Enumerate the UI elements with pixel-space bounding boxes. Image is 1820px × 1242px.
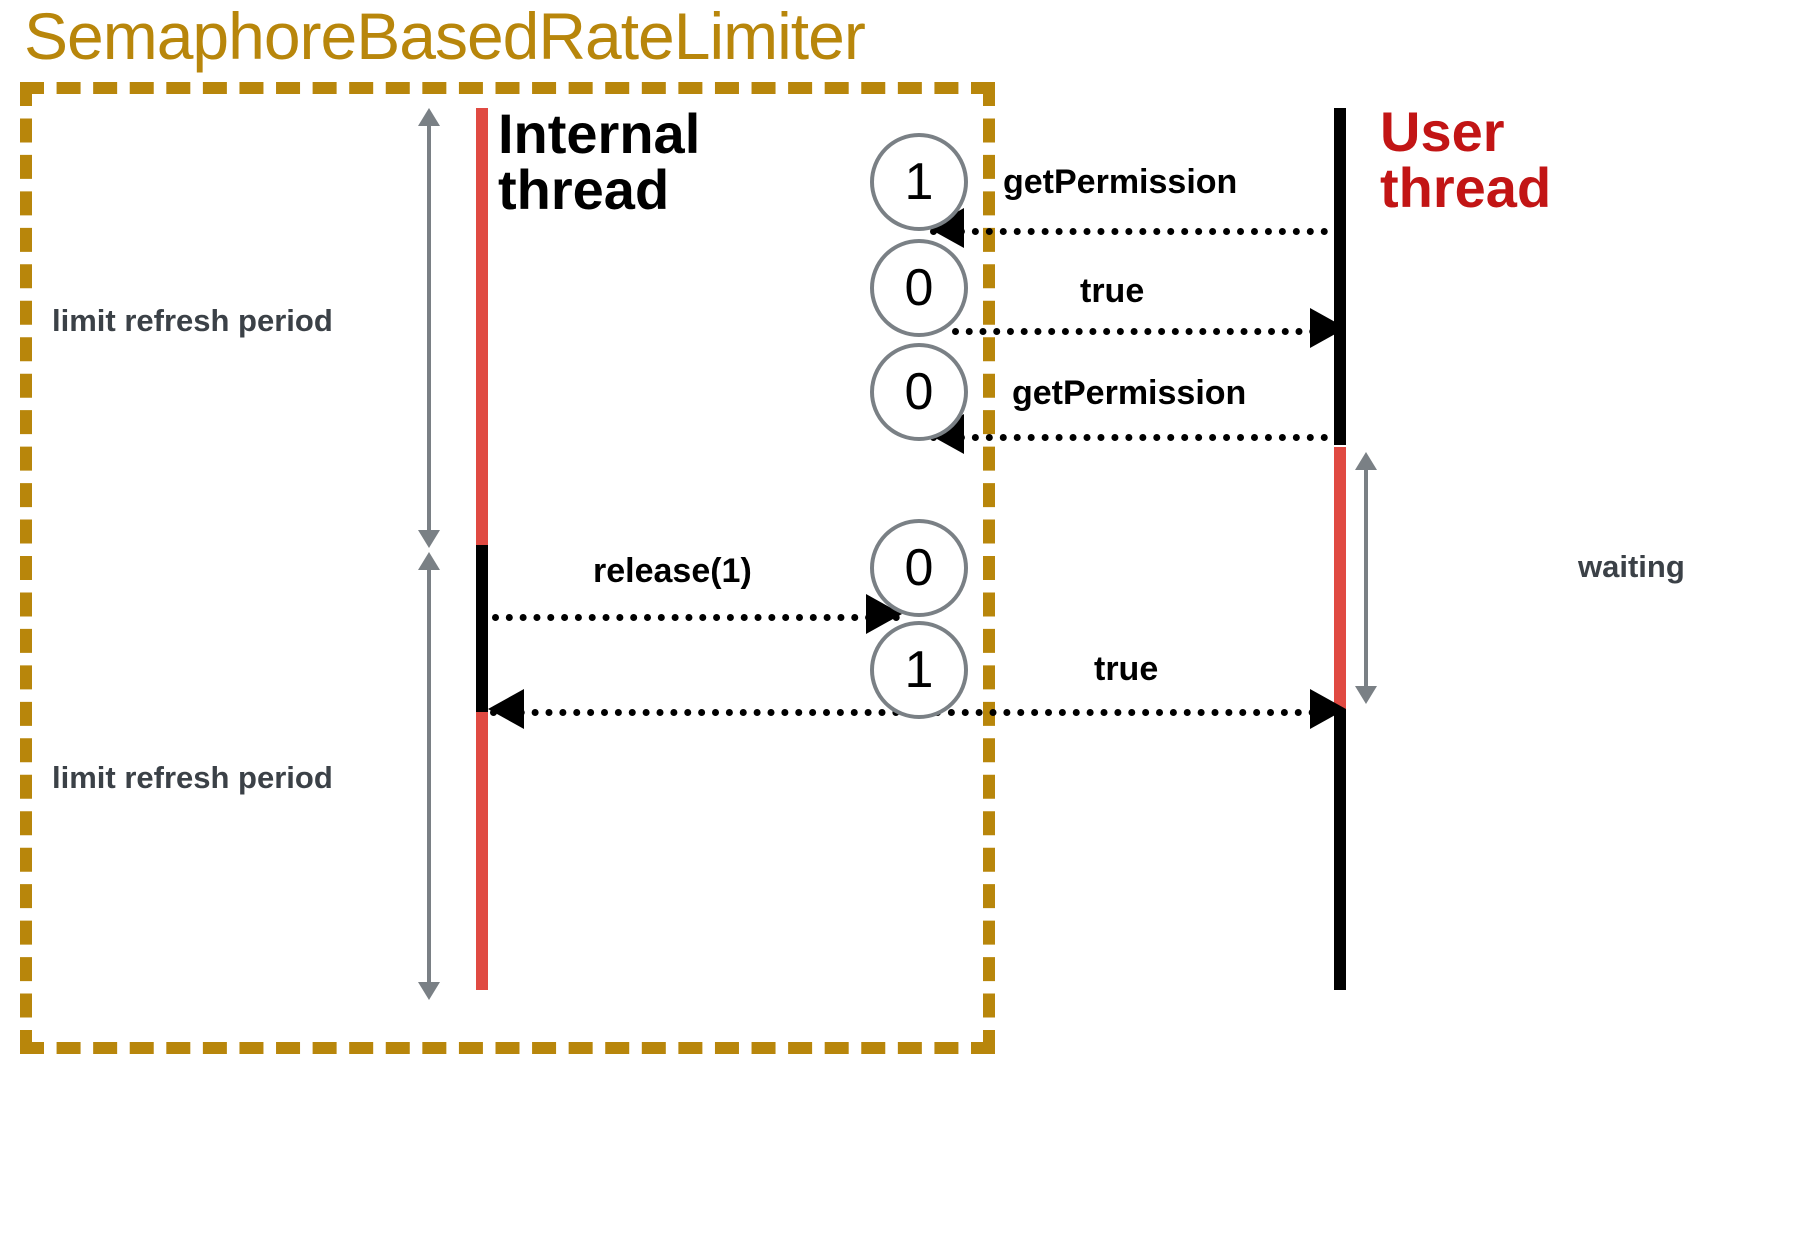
permit-count-circle-3: 0 bbox=[870, 343, 968, 441]
permit-count-circle-2: 0 bbox=[870, 239, 968, 337]
arrow-left-icon bbox=[488, 689, 524, 729]
limit-refresh-period-bracket-2 bbox=[414, 552, 444, 1000]
arrow-down-icon bbox=[1355, 686, 1377, 704]
arrow-right-icon bbox=[1310, 308, 1346, 348]
participant-label-internal-thread: Internal thread bbox=[498, 102, 701, 221]
arrow-up-icon bbox=[418, 552, 440, 570]
limit-refresh-period-label-2: limit refresh period bbox=[52, 760, 333, 795]
page-title: SemaphoreBasedRateLimiter bbox=[24, 0, 866, 73]
message-label-get-permission-1: getPermission bbox=[1003, 163, 1238, 201]
limit-refresh-period-label-1: limit refresh period bbox=[52, 303, 333, 338]
waiting-bracket bbox=[1351, 452, 1381, 704]
internal-thread-lifeline-waiting-bottom bbox=[476, 712, 488, 990]
user-thread-lifeline-active-bottom bbox=[1334, 709, 1346, 990]
arrow-down-icon bbox=[418, 982, 440, 1000]
user-thread-lifeline-active-top bbox=[1334, 108, 1346, 445]
message-label-get-permission-2: getPermission bbox=[1012, 374, 1247, 412]
limit-refresh-period-bracket-1 bbox=[414, 108, 444, 548]
permit-count-circle-5: 1 bbox=[870, 621, 968, 719]
message-line bbox=[930, 434, 1342, 441]
permit-count-circle-4: 0 bbox=[870, 519, 968, 617]
message-line bbox=[952, 328, 1344, 335]
waiting-label: waiting bbox=[1578, 549, 1685, 584]
arrow-right-icon bbox=[1310, 689, 1346, 729]
arrow-up-icon bbox=[418, 108, 440, 126]
message-line bbox=[492, 614, 900, 621]
arrow-up-icon bbox=[1355, 452, 1377, 470]
participant-label-user-thread: User thread bbox=[1380, 100, 1552, 219]
message-label-release: release(1) bbox=[593, 552, 752, 590]
component-boundary-box bbox=[20, 82, 995, 1054]
user-thread-lifeline-waiting bbox=[1334, 447, 1346, 709]
internal-thread-lifeline-waiting-top bbox=[476, 108, 488, 545]
arrow-down-icon bbox=[418, 530, 440, 548]
internal-thread-lifeline-active bbox=[476, 545, 488, 712]
message-label-true-2: true bbox=[1094, 650, 1159, 688]
permit-count-circle-1: 1 bbox=[870, 133, 968, 231]
message-label-true-1: true bbox=[1080, 272, 1145, 310]
message-line bbox=[930, 228, 1342, 235]
